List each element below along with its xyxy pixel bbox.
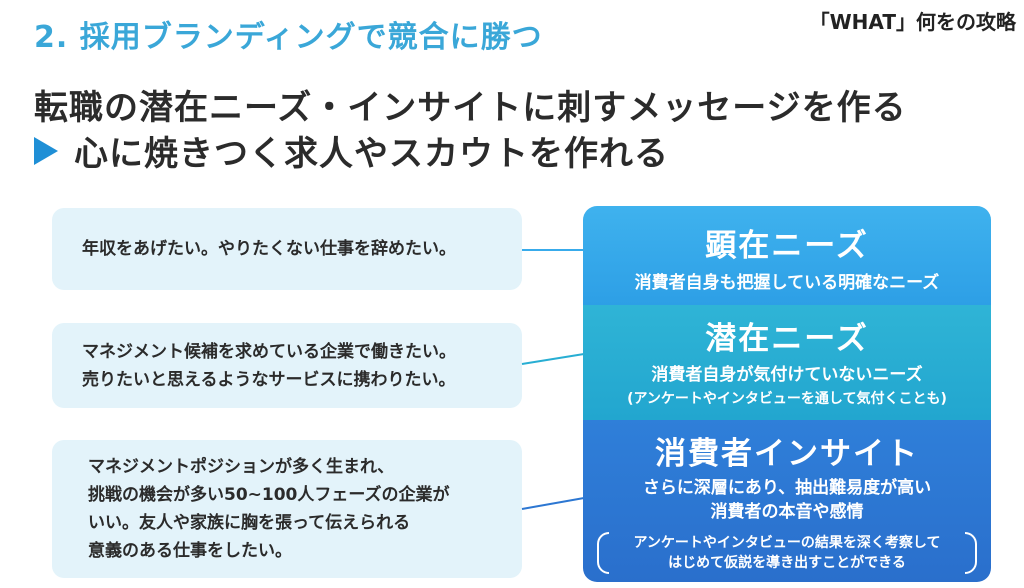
- connector-line-3: [521, 497, 585, 510]
- example-line: いい。友人や家族に胸を張って伝えられる: [88, 513, 411, 533]
- triangle-arrow-icon: [34, 136, 58, 165]
- section-title: 2. 採用ブランディングで競合に勝つ: [34, 20, 543, 55]
- level-note: (アンケートやインタビューを通して気付くことも): [627, 391, 947, 407]
- level-note-line: アンケートやインタビューの結果を深く考察して: [633, 535, 941, 551]
- example-line: マネジメント候補を求めている企業で働きたい。: [82, 341, 456, 362]
- level-note-line: はじめて仮説を導き出すことができる: [668, 555, 906, 571]
- level-description-line: さらに深層にあり、抽出難易度が高い: [642, 478, 932, 498]
- level-description: 消費者自身が気付けていないニーズ: [651, 365, 923, 385]
- example-line: 年収をあげたい。やりたくない仕事を辞めたい。: [82, 239, 456, 259]
- corner-tag: 「WHAT」何をの攻略: [809, 10, 1016, 34]
- needs-levels: 顕在ニーズ 消費者自身も把握している明確なニーズ 潜在ニーズ 消費者自身が気付け…: [583, 206, 991, 582]
- example-box-2: マネジメント候補を求めている企業で働きたい。 売りたいと思えるようなサービスに携…: [52, 323, 522, 408]
- level-note-box: アンケートやインタビューの結果を深く考察して はじめて仮説を導き出すことができる: [597, 532, 977, 574]
- example-box-1: 年収をあげたい。やりたくない仕事を辞めたい。: [52, 208, 522, 290]
- example-line: 挑戦の機会が多い50~100人フェーズの企業が: [88, 485, 450, 505]
- example-line: 売りたいと思えるようなサービスに携わりたい。: [82, 369, 456, 390]
- level-title: 潜在ニーズ: [705, 321, 869, 357]
- example-line: 意義のある仕事をしたい。: [88, 541, 292, 561]
- level-explicit-needs: 顕在ニーズ 消費者自身も把握している明確なニーズ: [583, 206, 991, 305]
- level-description-line: 消費者の本音や感情: [710, 502, 864, 522]
- example-line: マネジメントポジションが多く生まれ、: [88, 457, 395, 477]
- level-consumer-insight: 消費者インサイト さらに深層にあり、抽出難易度が高い 消費者の本音や感情 アンケ…: [583, 420, 991, 582]
- level-title: 顕在ニーズ: [705, 228, 869, 264]
- level-description: さらに深層にあり、抽出難易度が高い 消費者の本音や感情: [583, 476, 991, 524]
- connector-line-2: [521, 353, 585, 365]
- subline: 心に焼きつく求人やスカウトを作れる: [34, 126, 669, 175]
- example-box-3: マネジメントポジションが多く生まれ、 挑戦の機会が多い50~100人フェーズの企…: [52, 440, 522, 578]
- level-description: 消費者自身も把握している明確なニーズ: [634, 273, 940, 293]
- headline: 転職の潜在ニーズ・インサイトに刺すメッセージを作る: [34, 88, 907, 128]
- level-title: 消費者インサイト: [655, 436, 919, 472]
- level-latent-needs: 潜在ニーズ 消費者自身が気付けていないニーズ (アンケートやインタビューを通して…: [583, 305, 991, 420]
- subline-text: 心に焼きつく求人やスカウトを作れる: [74, 134, 669, 174]
